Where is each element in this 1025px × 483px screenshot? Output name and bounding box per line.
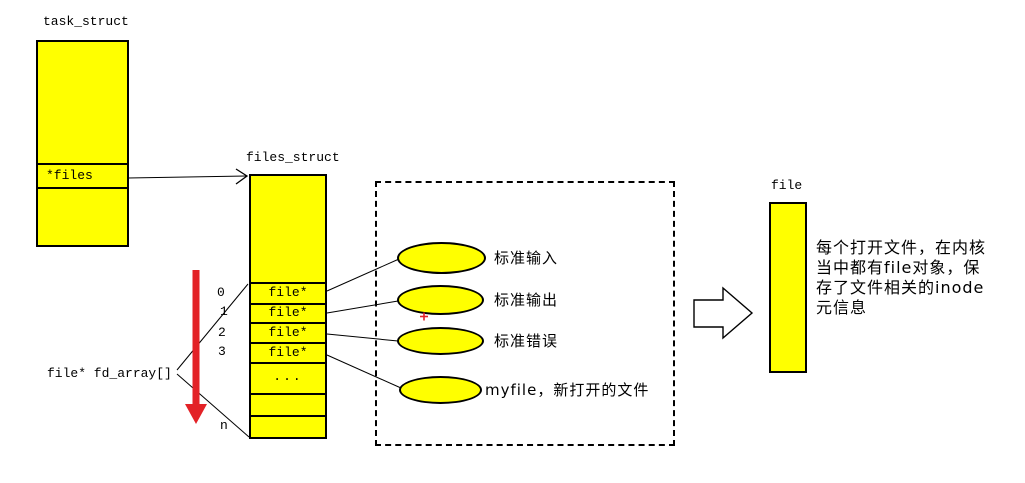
file-objects-group-box: [375, 181, 675, 446]
note-line-3: 存了文件相关的inode: [816, 278, 985, 297]
note-line-2: 当中都有file对象，保: [816, 258, 981, 277]
task-struct-box: *files: [36, 40, 129, 247]
file-box: [769, 202, 807, 373]
note-line-4: 元信息: [816, 298, 868, 317]
fd-index-n: n: [220, 418, 228, 433]
file-object-myfile: [399, 376, 482, 404]
files-pointer-arrowhead-icon: [235, 168, 249, 185]
fd-row-2: file*: [251, 322, 325, 342]
fd-array-label: file* fd_array[]: [47, 366, 172, 381]
stdin-label: 标准输入: [494, 249, 559, 267]
note-line-1: 每个打开文件，在内核: [816, 238, 987, 257]
fd-row-n: [251, 415, 325, 439]
file-object-stdout: [397, 285, 484, 315]
files-pointer-line: [127, 175, 247, 179]
fd-array-rows: file* file* file* file* ...: [251, 282, 325, 437]
fd-array-line-top: [176, 283, 249, 371]
file-object-stdin: [397, 242, 486, 274]
fd-row-1: file*: [251, 303, 325, 322]
red-down-arrow-head-icon: [185, 404, 207, 424]
task-struct-files-field: *files: [38, 163, 127, 189]
fd-row-3: file*: [251, 342, 325, 362]
fd-row-empty: [251, 393, 325, 415]
fd-array-line-bottom: [176, 373, 250, 438]
fd-row-ellipsis: ...: [251, 362, 325, 393]
files-struct-title: files_struct: [246, 150, 340, 165]
task-struct-title: task_struct: [43, 14, 129, 29]
fd-index-1: 1: [220, 304, 228, 319]
fd-index-3: 3: [218, 344, 226, 359]
fd-index-2: 2: [218, 325, 226, 340]
block-right-arrow-icon: [693, 286, 754, 340]
myfile-label: myfile，新打开的文件: [485, 381, 650, 399]
stderr-label: 标准错误: [494, 332, 559, 350]
file-object-stderr: [397, 327, 484, 355]
note-text: 每个打开文件，在内核 当中都有file对象，保 存了文件相关的inode 元信息: [816, 238, 986, 318]
file-box-title: file: [771, 178, 803, 193]
stdout-label: 标准输出: [494, 291, 559, 309]
fd-row-0: file*: [251, 282, 325, 303]
fd-index-0: 0: [217, 285, 225, 300]
files-struct-box: file* file* file* file* ...: [249, 174, 327, 439]
